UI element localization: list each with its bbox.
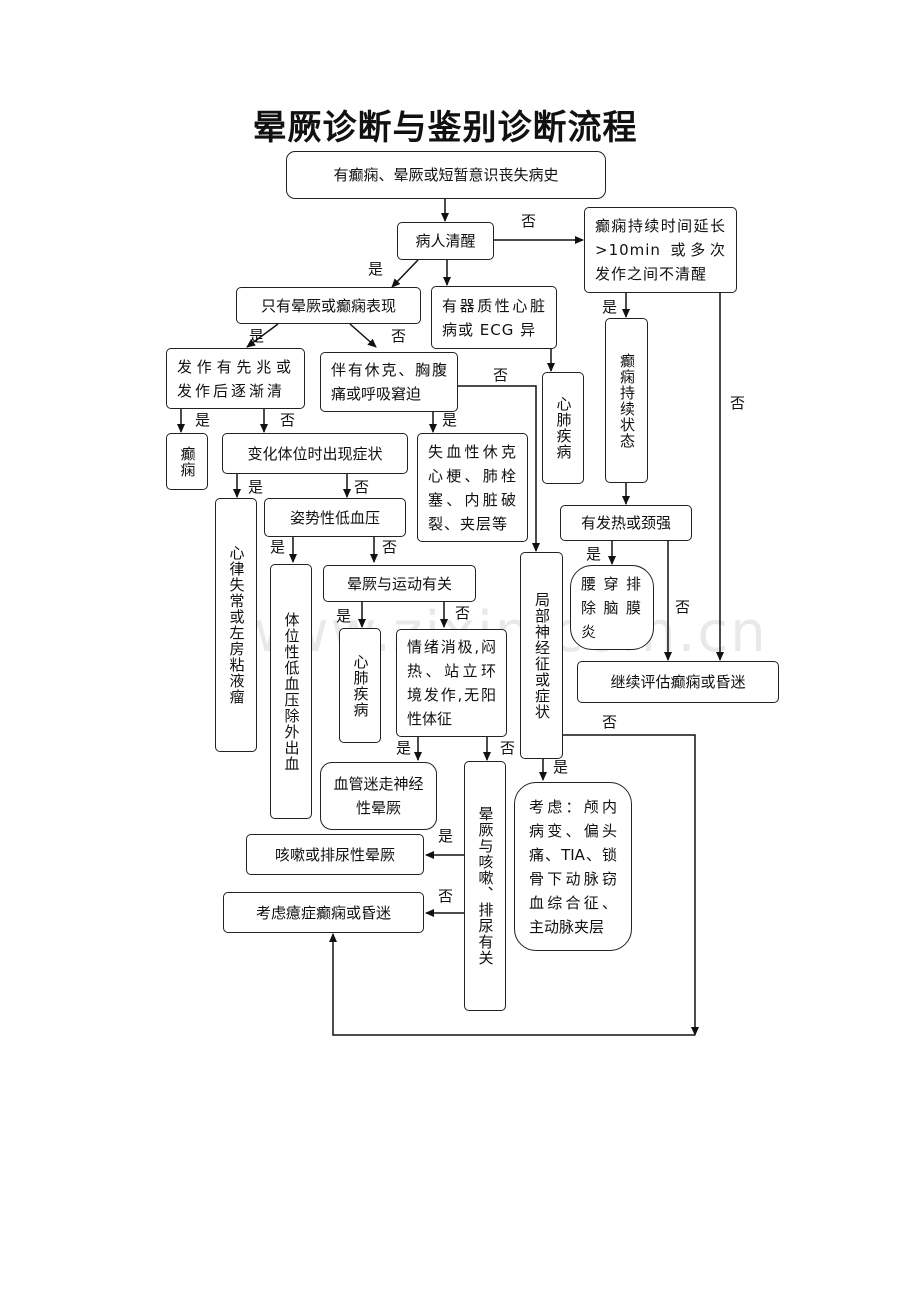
node-postural-change: 变化体位时出现症状 (222, 433, 408, 474)
node-ortho-hypo: 姿势性低血压 (264, 498, 406, 537)
node-prodrome: 发作有先兆或发作后逐渐清 (166, 348, 305, 409)
label-yes-shock-bloodloss: 是 (442, 411, 458, 429)
label-yes-fever-lumbar: 是 (586, 545, 602, 563)
node-ortho-dx: 体位性低血压除外出血 (270, 564, 312, 819)
node-continue-eval: 继续评估癫痫或昏迷 (577, 661, 779, 703)
label-no-focal-bottom: 否 (602, 713, 618, 731)
node-arrhythmia: 心律失常或左房粘液瘤 (215, 498, 257, 752)
node-lumbar: 腰穿排除脑膜炎 (570, 565, 654, 650)
node-exercise: 晕厥与运动有关 (323, 565, 476, 602)
arrow-shock-focal (458, 385, 540, 552)
node-history: 有癫痫、晕厥或短暂意识丧失病史 (286, 151, 606, 199)
label-no-only-shock: 否 (391, 327, 407, 345)
node-only-syncope: 只有晕厥或癫痫表现 (236, 287, 421, 324)
arrow-only-shock (349, 323, 377, 348)
label-yes-only-prodrome: 是 (249, 327, 265, 345)
label-yes-prodrome-epilepsy: 是 (195, 411, 211, 429)
label-no-fever-continue: 否 (675, 598, 691, 616)
arrow-focal-bottom (563, 734, 699, 1036)
label-no-epilong-continue: 否 (730, 394, 746, 412)
node-cardiopulm-2: 心肺疾病 (339, 628, 381, 743)
label-no-prodrome-postural: 否 (280, 411, 296, 429)
label-no-shock-focal: 否 (493, 366, 509, 384)
arrow-bottom-hysteria (329, 933, 695, 1036)
label-no-conscious-epilong: 否 (521, 212, 537, 230)
node-cardiopulm-1: 心肺疾病 (542, 372, 584, 484)
page-title: 晕厥诊断与鉴别诊断流程 (252, 108, 638, 148)
label-yes-epilong-status: 是 (602, 298, 618, 316)
label-yes-exercise-cardio: 是 (336, 607, 352, 625)
node-fever: 有发热或颈强 (560, 505, 692, 541)
node-situational: 咳嗽或排尿性晕厥 (246, 834, 424, 875)
label-no-ortho-exercise: 否 (382, 538, 398, 556)
label-no-exercise-emotion: 否 (455, 604, 471, 622)
node-epi-long: 癫痫持续时间延长>10min 或多次发作之间不清醒 (584, 207, 737, 293)
node-shock: 伴有休克、胸腹痛或呼吸窘迫 (320, 352, 458, 412)
label-yes-conscious-only: 是 (368, 260, 384, 278)
node-emotion: 情绪消极,闷热、站立环境发作,无阳性体征 (396, 629, 507, 737)
node-cough: 晕厥与咳嗽、排尿有关 (464, 761, 506, 1011)
node-conscious: 病人清醒 (397, 222, 494, 260)
label-no-emotion-cough: 否 (500, 739, 516, 757)
label-no-cough-hysteria: 否 (438, 887, 454, 905)
node-hysteria: 考虑癔症癫痫或昏迷 (223, 892, 424, 933)
arrow-only-prodrome (246, 323, 279, 348)
node-organic-heart: 有器质性心脏病或 ECG 异 (431, 286, 557, 349)
label-no-postural-ortho: 否 (354, 478, 370, 496)
node-focal-neuro: 局部神经征或症状 (520, 552, 563, 759)
node-epilepsy: 癫痫 (166, 433, 208, 490)
label-yes-cough-situational: 是 (438, 827, 454, 845)
node-consider: 考虑：颅内病变、偏头痛、TIA、锁骨下动脉窃血综合征、主动脉夹层 (514, 782, 632, 951)
label-yes-emotion-vasovagal: 是 (396, 739, 412, 757)
node-blood-loss: 失血性休克心梗、肺栓塞、内脏破裂、夹层等 (417, 433, 528, 542)
node-status-epi: 癫痫持续状态 (605, 318, 648, 483)
label-yes-ortho-dx: 是 (270, 538, 286, 556)
label-yes-postural-arrhythmia: 是 (248, 478, 264, 496)
arrow-conscious-only (391, 259, 419, 288)
label-yes-focal-consider: 是 (553, 758, 569, 776)
node-vasovagal: 血管迷走神经性晕厥 (320, 762, 437, 830)
